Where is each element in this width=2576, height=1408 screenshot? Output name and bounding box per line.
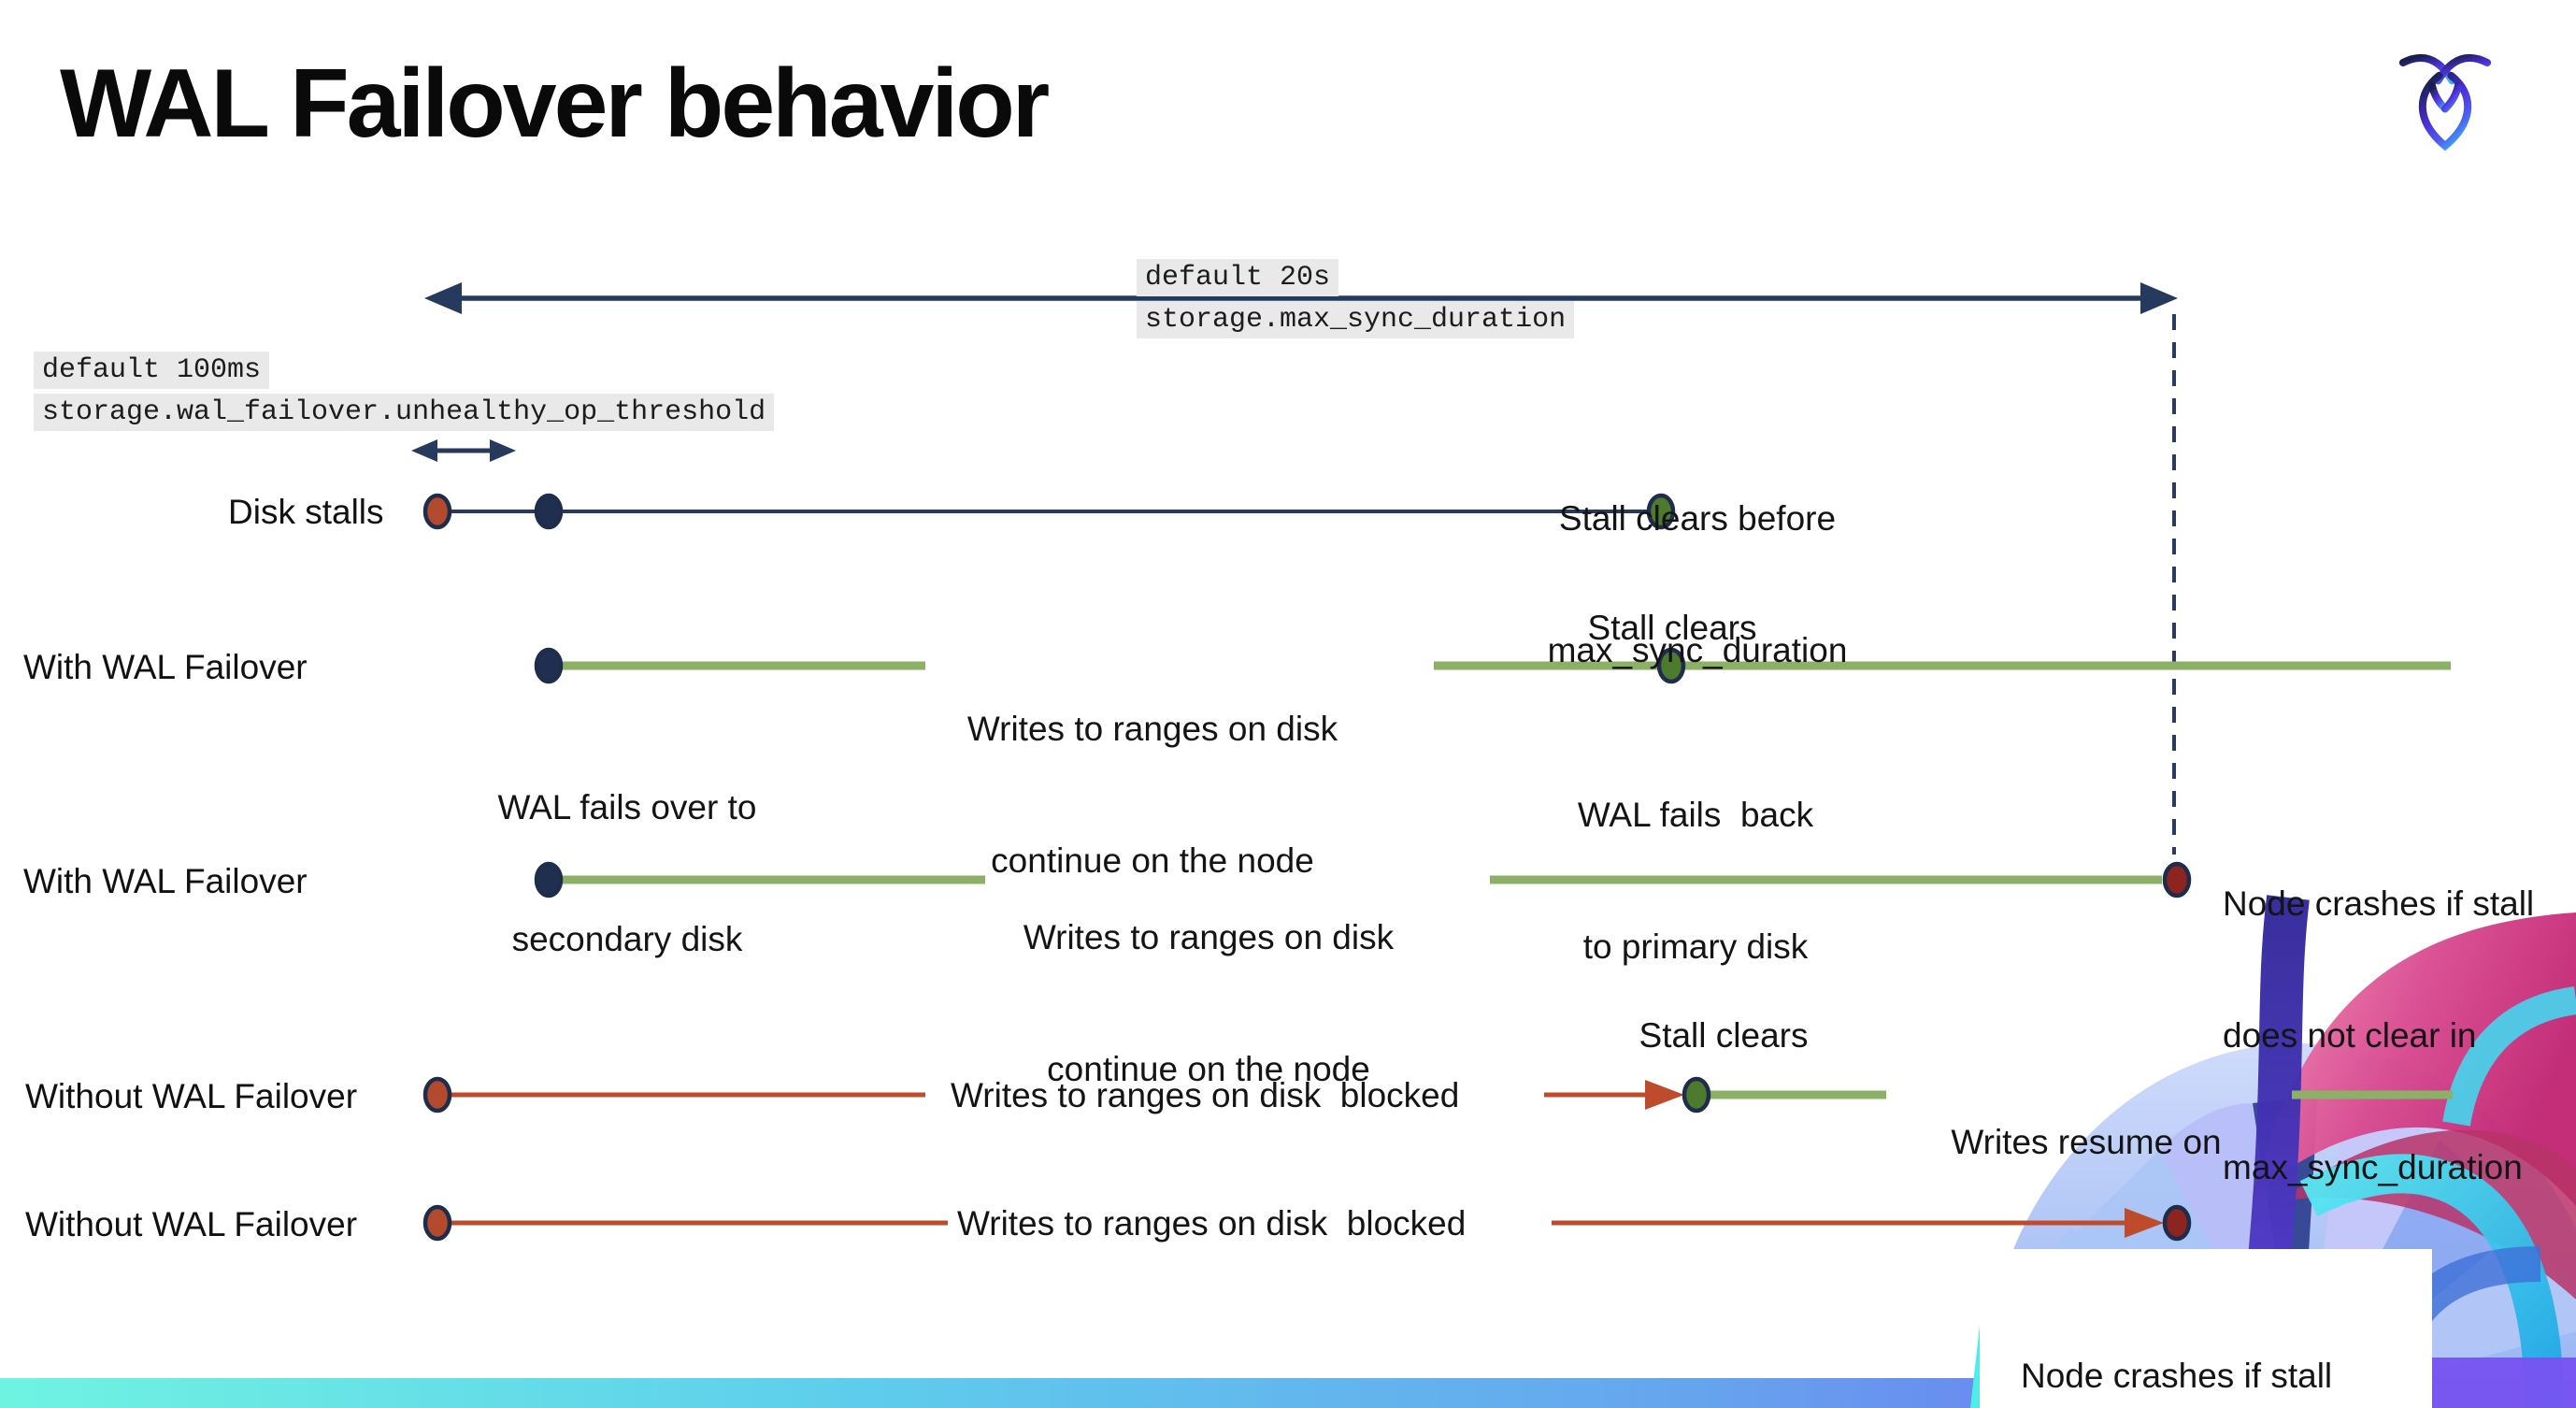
red-arrowhead-icon bbox=[2125, 1208, 2164, 1238]
wal-fails-back-note: WAL fails back to primary disk bbox=[1578, 705, 1813, 1056]
failover-threshold-dot bbox=[534, 493, 564, 530]
cockroachdb-logo-icon bbox=[2398, 53, 2492, 151]
with-failover-crash-timeline bbox=[534, 861, 2192, 898]
note-line: WAL fails back bbox=[1577, 796, 1814, 834]
unhealthy-op-threshold-arrow bbox=[411, 439, 516, 462]
note-line: Writes to ranges on disk bbox=[1023, 918, 1395, 956]
note-line: continue on the node bbox=[1047, 1050, 1370, 1088]
note-line: Node crashes if stall bbox=[2223, 884, 2535, 923]
page-title: WAL Failover behavior bbox=[60, 50, 1050, 158]
note-line: Writes resume on bbox=[1951, 1123, 2222, 1161]
blocked-start-dot bbox=[422, 1204, 452, 1242]
node-crashes-note-1: Node crashes if stall does not clear in … bbox=[2223, 794, 2534, 1277]
failover-dot bbox=[534, 647, 564, 684]
arrowhead-left-icon bbox=[411, 439, 437, 462]
cyan-arc-top bbox=[2442, 986, 2576, 1127]
note-line: secondary disk bbox=[511, 920, 743, 958]
stall-clears-note-2: Stall clears bbox=[1639, 1016, 1809, 1055]
with-failover-clears-timeline bbox=[534, 647, 2451, 684]
node-crashes-callout-box: Node crashes if stall does not clear in … bbox=[1980, 1249, 2432, 1408]
stall-clears-note-1: Stall clears bbox=[1587, 609, 1757, 647]
node-crash-dot bbox=[2162, 861, 2192, 898]
writes-blocked-note-2: Writes to ranges on disk blocked bbox=[957, 1204, 1467, 1243]
stall-clears-dot bbox=[1682, 1076, 1711, 1113]
arrowhead-left-icon bbox=[424, 282, 462, 314]
writes-continue-note-2: Writes to ranges on disk continue on the… bbox=[1023, 827, 1394, 1179]
failover-dot bbox=[534, 861, 564, 898]
red-arrowhead-icon bbox=[1645, 1080, 1684, 1110]
disk-stall-start-dot bbox=[422, 493, 452, 530]
row-label-without-failover-1: Without WAL Failover bbox=[25, 1077, 358, 1115]
row-label-with-failover-2: With WAL Failover bbox=[23, 862, 308, 900]
max-sync-default-label: default 20s bbox=[1137, 259, 1339, 296]
max-sync-duration-arrow bbox=[424, 282, 2178, 314]
row-label-with-failover-1: With WAL Failover bbox=[23, 648, 308, 686]
note-line: Node crashes if stall bbox=[2021, 1357, 2333, 1395]
note-line: continue on the node bbox=[991, 841, 1314, 880]
without-failover-crash-timeline bbox=[422, 1204, 2192, 1242]
note-line: WAL fails over to bbox=[497, 788, 757, 826]
note-line: does not clear in bbox=[2223, 1016, 2477, 1055]
without-failover-clears-timeline bbox=[422, 1076, 2453, 1113]
cyan-arc-leg bbox=[2299, 1154, 2564, 1408]
row-label-disk-stalls: Disk stalls bbox=[228, 493, 384, 531]
note-line: Writes to ranges on disk bbox=[966, 710, 1338, 748]
note-line: Stall clears before bbox=[1558, 499, 1837, 538]
threshold-setting-label: storage.wal_failover.unhealthy_op_thresh… bbox=[34, 394, 775, 431]
failback-dot bbox=[1656, 647, 1686, 684]
stall-clears-dot bbox=[1646, 493, 1676, 530]
stall-clears-before-note: Stall clears before max_sync_duration bbox=[1548, 409, 1848, 760]
row-label-without-failover-2: Without WAL Failover bbox=[25, 1205, 358, 1243]
note-line: max_sync_duration bbox=[1547, 631, 1848, 669]
wal-fails-over-note: WAL fails over to secondary disk bbox=[498, 697, 757, 1049]
arrowhead-right-icon bbox=[2140, 282, 2178, 314]
writes-continue-note-1: Writes to ranges on disk continue on the… bbox=[967, 619, 1338, 970]
threshold-default-label: default 100ms bbox=[34, 352, 270, 389]
note-line: max_sync_duration bbox=[2223, 1148, 2523, 1186]
blocked-start-dot bbox=[422, 1076, 452, 1113]
arrowhead-right-icon bbox=[490, 439, 516, 462]
disk-stalls-timeline bbox=[422, 493, 1676, 530]
node-crashes-note-2: Node crashes if stall does not clear in … bbox=[2021, 1266, 2332, 1408]
note-line: to primary disk bbox=[1582, 927, 1809, 966]
node-crash-dot bbox=[2162, 1204, 2192, 1242]
writes-blocked-note-1: Writes to ranges on disk blocked bbox=[951, 1076, 1460, 1114]
max-sync-setting-label: storage.max_sync_duration bbox=[1137, 301, 1575, 338]
